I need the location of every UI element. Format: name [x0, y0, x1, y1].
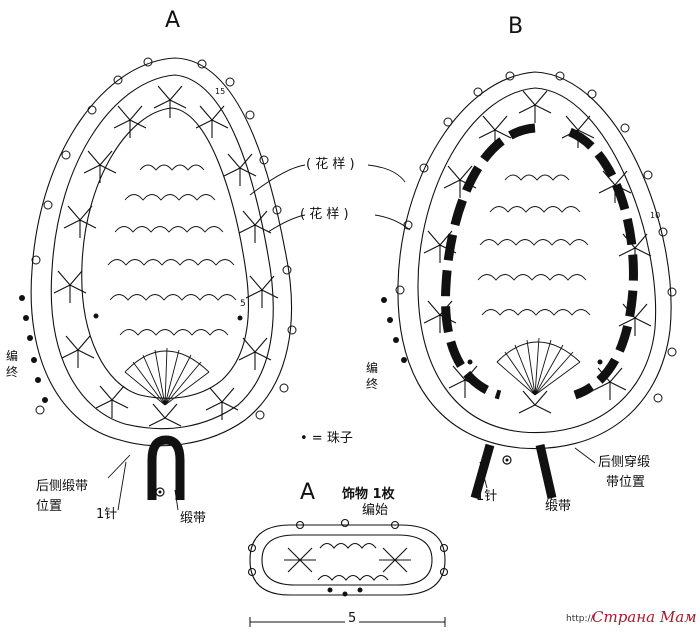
- ribbon-label-a: 缎带: [180, 511, 207, 526]
- ribbon-b-left: [470, 443, 495, 500]
- dimension-value: 5: [345, 612, 360, 625]
- heading-b: B: [508, 14, 524, 39]
- ribbon-label-b: 缎带: [545, 499, 572, 514]
- ornament-count: 饰物 1枚: [342, 487, 395, 502]
- row-number-15: 15: [215, 87, 226, 96]
- ribbon-position-b-line1: 后侧穿缎: [598, 455, 651, 470]
- egg-a-fan: [124, 347, 210, 406]
- ornament: [247, 518, 449, 596]
- ribbon-b-right: [535, 444, 557, 499]
- heading-ornament-a: A: [300, 480, 316, 505]
- bead-marker-b: [502, 455, 512, 465]
- ribbon-position-a-line2: 位置: [36, 499, 63, 514]
- egg-b-outline: [397, 71, 672, 450]
- egg-b-beads: [381, 297, 603, 365]
- egg-b-flowers: [423, 90, 652, 414]
- egg-b-ribbon-dashes: [441, 123, 638, 400]
- ornament-beads: [327, 587, 363, 597]
- egg-a-inner-ring-2: [81, 107, 249, 399]
- watermark-url: http://: [566, 614, 594, 624]
- bead-legend: • = 珠子: [300, 431, 353, 446]
- egg-a-flowers: [53, 85, 279, 427]
- ribbon-position-b-line2: 带位置: [606, 475, 646, 490]
- pattern-label-lower: ( 花 样 ): [300, 207, 349, 222]
- pattern-label-upper: ( 花 样 ): [306, 157, 355, 172]
- egg-a-beads: [19, 295, 243, 403]
- egg-a-arches: [107, 164, 237, 336]
- egg-b-picots: [395, 71, 677, 403]
- egg-a-picots: [31, 57, 297, 420]
- heading-a: A: [165, 8, 181, 33]
- egg-a-outline: [30, 57, 293, 447]
- row-number-5: 5: [240, 299, 246, 309]
- watermark-brand: Страна Мам: [592, 608, 697, 626]
- egg-b-arches: [477, 174, 591, 316]
- egg-b-inner-ring: [417, 87, 657, 434]
- ribbon-position-a-line1: 后侧缎带: [36, 479, 89, 494]
- finish-label-a: 编终: [6, 349, 19, 379]
- row-number-10: 10: [650, 211, 661, 220]
- egg-b-fan: [496, 337, 581, 396]
- ribbon-a: [147, 435, 185, 500]
- ornament-start: 编始: [362, 503, 389, 518]
- one-needle-a: 1针: [96, 507, 118, 522]
- finish-label-b: 编终: [366, 361, 379, 391]
- bead-marker-a: [155, 487, 165, 497]
- one-needle-b: 1针: [476, 489, 498, 504]
- egg-a-inner-ring: [50, 74, 274, 430]
